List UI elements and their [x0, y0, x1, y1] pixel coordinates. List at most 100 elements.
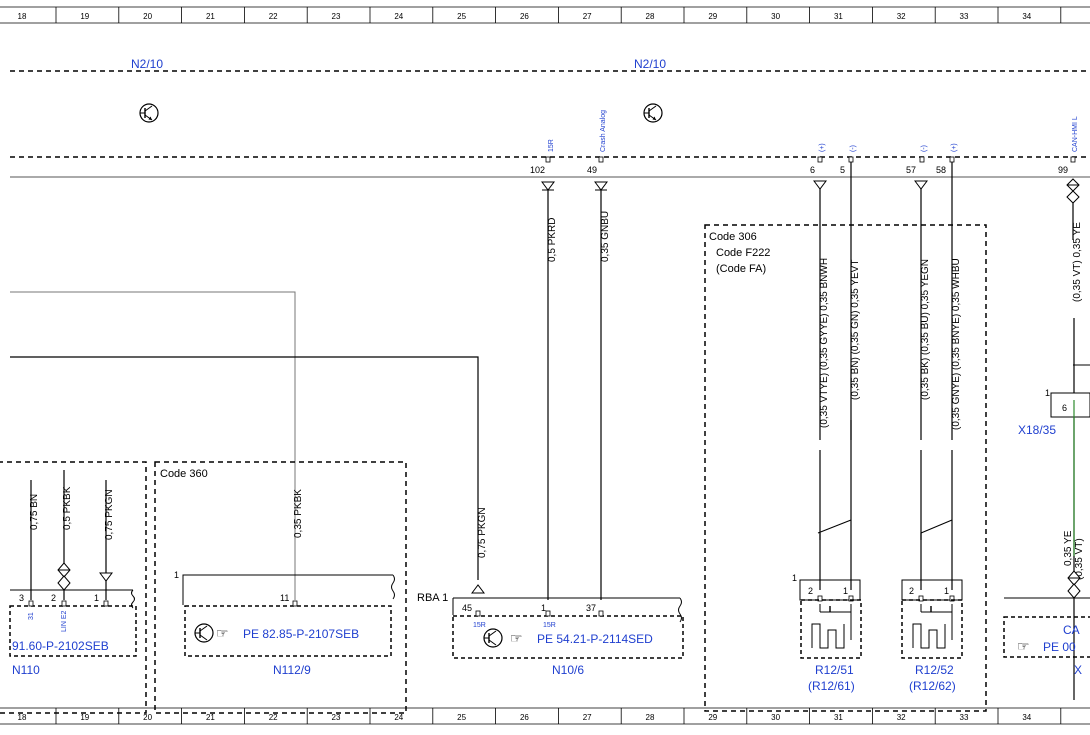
- n10-pin37-terminal: [598, 610, 604, 617]
- grid-column-number: 31: [834, 713, 843, 722]
- grid-column-number: 21: [206, 713, 215, 722]
- bottom-grid-ticks: [55, 708, 1062, 724]
- x18-35-connector: [1050, 392, 1090, 418]
- grid-column-number: 25: [457, 713, 466, 722]
- wire-label-vt-ye: (0,35 VT) 0,35 YE: [1072, 222, 1083, 302]
- x18-pin6: 6: [1062, 403, 1067, 413]
- n110-ref[interactable]: 91.60-P-2102SEB: [12, 639, 109, 653]
- n10-ref[interactable]: PE 54.21-P-2114SED: [537, 632, 653, 646]
- r1252-box: [901, 599, 963, 659]
- n112-pin11-terminal: [292, 600, 298, 607]
- grid-column-number: 24: [394, 12, 403, 21]
- grid-column-number: 18: [18, 713, 27, 722]
- pin-57-number: 57: [906, 165, 916, 175]
- pin-5-signal: (-): [850, 145, 857, 152]
- n112-pin11: 11: [280, 593, 289, 603]
- n10-pin37: 37: [586, 603, 596, 613]
- heating-element-icon: [811, 604, 852, 649]
- grid-column-number: 25: [457, 12, 466, 21]
- module-n2-10-label-right: N2/10: [634, 57, 666, 71]
- n110-pin2-terminal: [61, 600, 67, 607]
- n10-label: N10/6: [552, 663, 584, 677]
- x18-pin1: 1: [1045, 388, 1050, 398]
- grid-column-number: 18: [18, 12, 27, 21]
- r1252-alt-label: (R12/62): [909, 679, 956, 693]
- n10-pin45: 45: [462, 603, 472, 613]
- pin-6-number: 6: [810, 165, 815, 175]
- right-module-ref[interactable]: PE 00: [1043, 640, 1076, 654]
- n112-pin1-outer: 1: [174, 570, 179, 580]
- grid-column-number: 31: [834, 12, 843, 21]
- pointing-hand-icon: ☞: [1017, 638, 1030, 654]
- x18-35-label: X18/35: [1018, 423, 1056, 437]
- grid-column-number: 19: [80, 12, 89, 21]
- top-grid-ticks: [55, 7, 1062, 23]
- n110-outer-box: [0, 461, 147, 714]
- r1251-alt-label: (R12/61): [808, 679, 855, 693]
- grid-column-number: 32: [897, 713, 906, 722]
- pin-58-number: 58: [936, 165, 946, 175]
- grid-column-number: 26: [520, 12, 529, 21]
- r1252-pin2: 2: [909, 586, 914, 596]
- grid-column-number: 24: [394, 713, 403, 722]
- pin-49-number: 49: [587, 165, 597, 175]
- n112-ref[interactable]: PE 82.85-P-2107SEB: [243, 627, 359, 641]
- wire-label-yegn: (0,35 BK) (0,35 BU) 0,35 YEGN: [920, 259, 931, 400]
- pin-102-number: 102: [530, 165, 545, 175]
- grid-column-number: 33: [960, 12, 969, 21]
- grid-column-number: 28: [646, 713, 655, 722]
- bottom-grid: [0, 707, 1090, 725]
- wire-n10-feed: [10, 356, 479, 580]
- wire-arrow-down-icon: [813, 180, 827, 190]
- grid-column-number: 33: [960, 713, 969, 722]
- r1251-pin2: 2: [808, 586, 813, 596]
- grid-column-number: 27: [583, 12, 592, 21]
- wire-arrow-down-icon: [99, 572, 113, 582]
- r1251-pin1: 1: [843, 586, 848, 596]
- code-fa-label: (Code FA): [716, 263, 766, 275]
- pointing-hand-icon: ☞: [216, 625, 229, 641]
- grid-column-number: 30: [771, 713, 780, 722]
- pin-6-terminal: [817, 156, 823, 163]
- wire-label-pkgn-n110: 0,75 PKGN: [104, 489, 115, 540]
- n10-pin45-terminal: [475, 610, 481, 617]
- n110-pin3: 3: [19, 593, 24, 603]
- wire-label-ye: 0,35 YE: [1063, 530, 1074, 566]
- heating-element-icon: [912, 604, 953, 649]
- grid-column-number: 26: [520, 713, 529, 722]
- n10-pin45-signal: 15R: [473, 622, 486, 629]
- n10-inner-box: [452, 615, 684, 659]
- grid-column-number: 20: [143, 713, 152, 722]
- pointing-hand-icon: ☞: [510, 630, 523, 646]
- r1252-pin1: 1: [944, 586, 949, 596]
- pin-57-signal: (-): [921, 145, 928, 152]
- r1252-label: R12/52: [915, 663, 954, 677]
- transistor-icon: [643, 103, 663, 123]
- n110-pin1: 1: [94, 593, 99, 603]
- pin-102-terminal: [545, 156, 551, 163]
- n112-inner-box: [184, 605, 392, 657]
- code-306-box: [704, 224, 987, 712]
- n110-pin3-terminal: [28, 600, 34, 607]
- grid-column-number: 22: [269, 12, 278, 21]
- wire-arrow-icon: [594, 181, 608, 191]
- wire-label-bn: 0,75 BN: [29, 494, 40, 530]
- code-360-label: Code 360: [160, 468, 208, 480]
- n110-label: N110: [12, 663, 40, 677]
- r1251-label: R12/51: [815, 663, 854, 677]
- grid-column-number: 29: [708, 713, 717, 722]
- n110-pin3-signal: 31: [28, 612, 35, 620]
- n10-pin1-terminal: [545, 610, 551, 617]
- pin-99-terminal: [1070, 156, 1076, 163]
- pin-58-signal: (+): [951, 143, 958, 152]
- pin-57-terminal: [919, 156, 925, 163]
- grid-column-number: 22: [269, 713, 278, 722]
- grid-column-number: 32: [897, 12, 906, 21]
- n110-pin1-terminal: [103, 600, 109, 607]
- pin-99-number: 99: [1058, 165, 1068, 175]
- grid-column-number: 20: [143, 12, 152, 21]
- wire-arrow-up-icon: [471, 584, 485, 594]
- r1251-pin-outer: 1: [792, 573, 797, 583]
- wire-label-pkbk-n110: 0,5 PKBK: [62, 486, 73, 530]
